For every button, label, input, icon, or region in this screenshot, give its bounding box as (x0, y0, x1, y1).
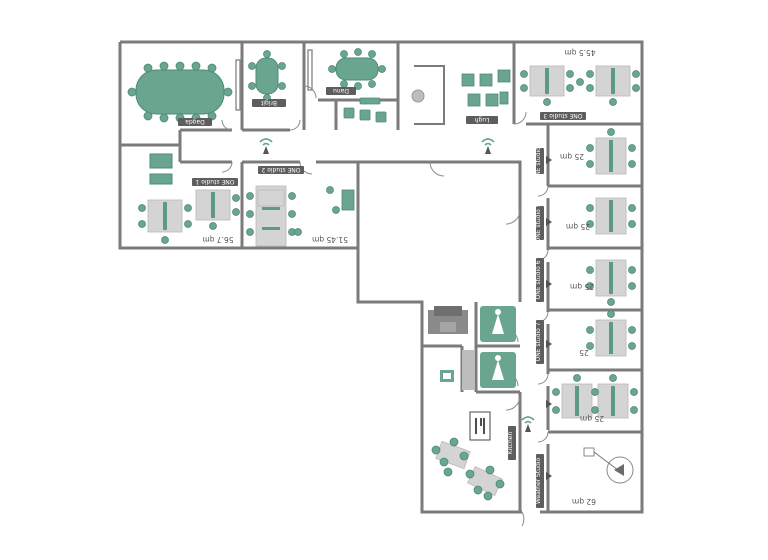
elevator (411, 65, 445, 125)
room-label-kitchen: Kitchen (507, 432, 514, 455)
wifi-access-point-icon (259, 138, 273, 154)
room-label-brigit: Brigit (260, 99, 277, 106)
area-label: 25 (579, 348, 589, 357)
room-one-studio-4: 25 qm (560, 128, 636, 175)
restroom-icon (492, 314, 504, 334)
room-label-danu: Danu (333, 87, 349, 94)
wifi-access-point-icon (521, 416, 535, 432)
room-one-studio-3: 45.5 qm ONE studio 3 (520, 48, 640, 120)
area-label: 51.45 qm (312, 235, 348, 244)
restrooms (480, 306, 516, 388)
room-one-studio-7: 25 (579, 310, 636, 357)
room-label-one-studio-2: ONE studio 2 (261, 166, 300, 173)
elevator-icon (411, 89, 425, 103)
room-markers (546, 156, 552, 480)
room-label-one-studio-6: ONE studio 6 (535, 260, 542, 299)
printer-area (428, 306, 474, 390)
area-label: 25 qm (566, 222, 590, 231)
room-danu: Danu (307, 48, 387, 123)
room-dagda: Dagda (127, 59, 241, 126)
room-label-one-studio-5: ONE studio 5 (535, 203, 542, 242)
room-label-one-studio-7: ONE studio 7 (535, 322, 542, 361)
wifi-access-point-icon (481, 138, 495, 154)
room-label-lugh: Lugh (474, 116, 489, 123)
printer-icon (434, 306, 462, 316)
kitchen-area (431, 411, 505, 501)
room-lugh: Lugh (461, 69, 511, 124)
area-label: 25 qm (560, 152, 584, 161)
fork-knife-icon (475, 418, 485, 434)
room-one-studio-2: ONE studio 2 51.45 qm (246, 166, 355, 247)
area-label: 25 qm (570, 282, 594, 291)
area-label: 62 qm (572, 497, 596, 506)
camera-icon (614, 464, 624, 476)
room-one-studio-5: 25 qm (566, 197, 636, 235)
restroom-icon (492, 360, 504, 380)
room-label-one-studio-1: ONE studio 1 (195, 178, 234, 185)
room-one-studio-1: ONE studio 1 56.7 qm (138, 153, 240, 244)
room-label-one-studio-3: ONE studio 3 (543, 112, 582, 119)
room-label-dagda: Dagda (185, 118, 205, 125)
area-label: 45.5 qm (564, 48, 595, 57)
conference-table (135, 69, 225, 115)
conference-chairs (127, 61, 233, 123)
area-label: 25 qm (580, 414, 604, 423)
wifi-access-points (259, 138, 535, 432)
room-label-weather-studio: Weather Studio (535, 458, 542, 505)
room-brigit: Brigit (248, 50, 286, 107)
area-label: 56.7 qm (202, 235, 233, 244)
room-label-one-studio-4: ONE studio 4 (535, 141, 542, 180)
outer-walls (118, 40, 644, 514)
corridor-room-labels: ONE studio 4 ONE studio 5 ONE studio 6 O… (507, 141, 544, 508)
room-one-studio-6: 25 qm (570, 259, 636, 306)
room-weather-studio: 62 qm (572, 447, 634, 506)
room-open-office: 25 qm (552, 374, 638, 423)
